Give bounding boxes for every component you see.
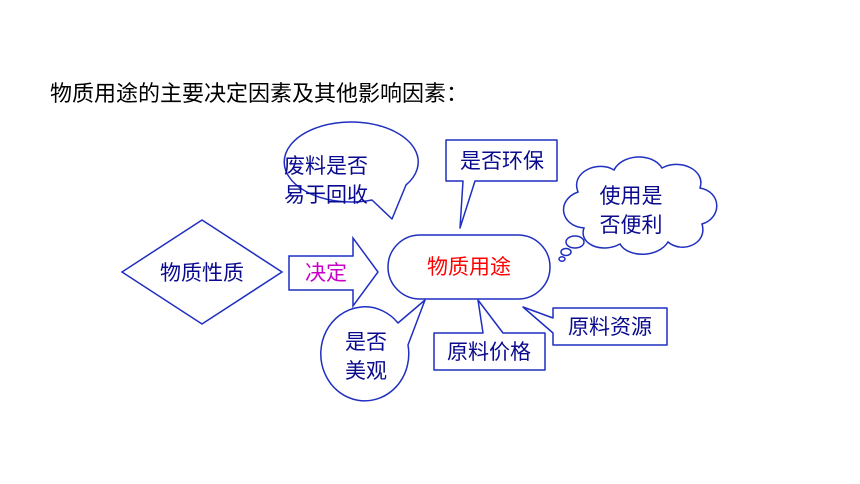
decide-label: 决定 <box>305 261 347 285</box>
resource-label: 原料资源 <box>568 315 652 339</box>
convenience-cloud: 使用是 否便利 <box>558 156 718 262</box>
appearance-line1: 是否 <box>345 330 387 354</box>
convenience-line2: 否便利 <box>600 213 663 237</box>
waste-recycle-callout: 废料是否 易于回收 <box>283 121 419 220</box>
waste-recycle-line1: 废料是否 <box>284 154 368 178</box>
use-label: 物质用途 <box>427 255 511 279</box>
appearance-callout: 是否 美观 <box>320 299 426 402</box>
decide-arrow: 决定 <box>288 235 379 309</box>
price-callout: 原料价格 <box>433 299 546 371</box>
environment-callout: 是否环保 <box>445 139 558 229</box>
resource-callout: 原料资源 <box>522 306 668 346</box>
property-label: 物质性质 <box>160 261 244 285</box>
environment-label: 是否环保 <box>460 149 544 173</box>
convenience-line1: 使用是 <box>600 184 663 208</box>
use-node: 物质用途 <box>387 234 551 300</box>
waste-recycle-line2: 易于回收 <box>284 183 368 207</box>
price-label: 原料价格 <box>447 340 531 364</box>
property-diamond: 物质性质 <box>120 219 284 325</box>
appearance-line2: 美观 <box>345 359 387 383</box>
page-title: 物质用途的主要决定因素及其他影响因素： <box>50 82 468 107</box>
